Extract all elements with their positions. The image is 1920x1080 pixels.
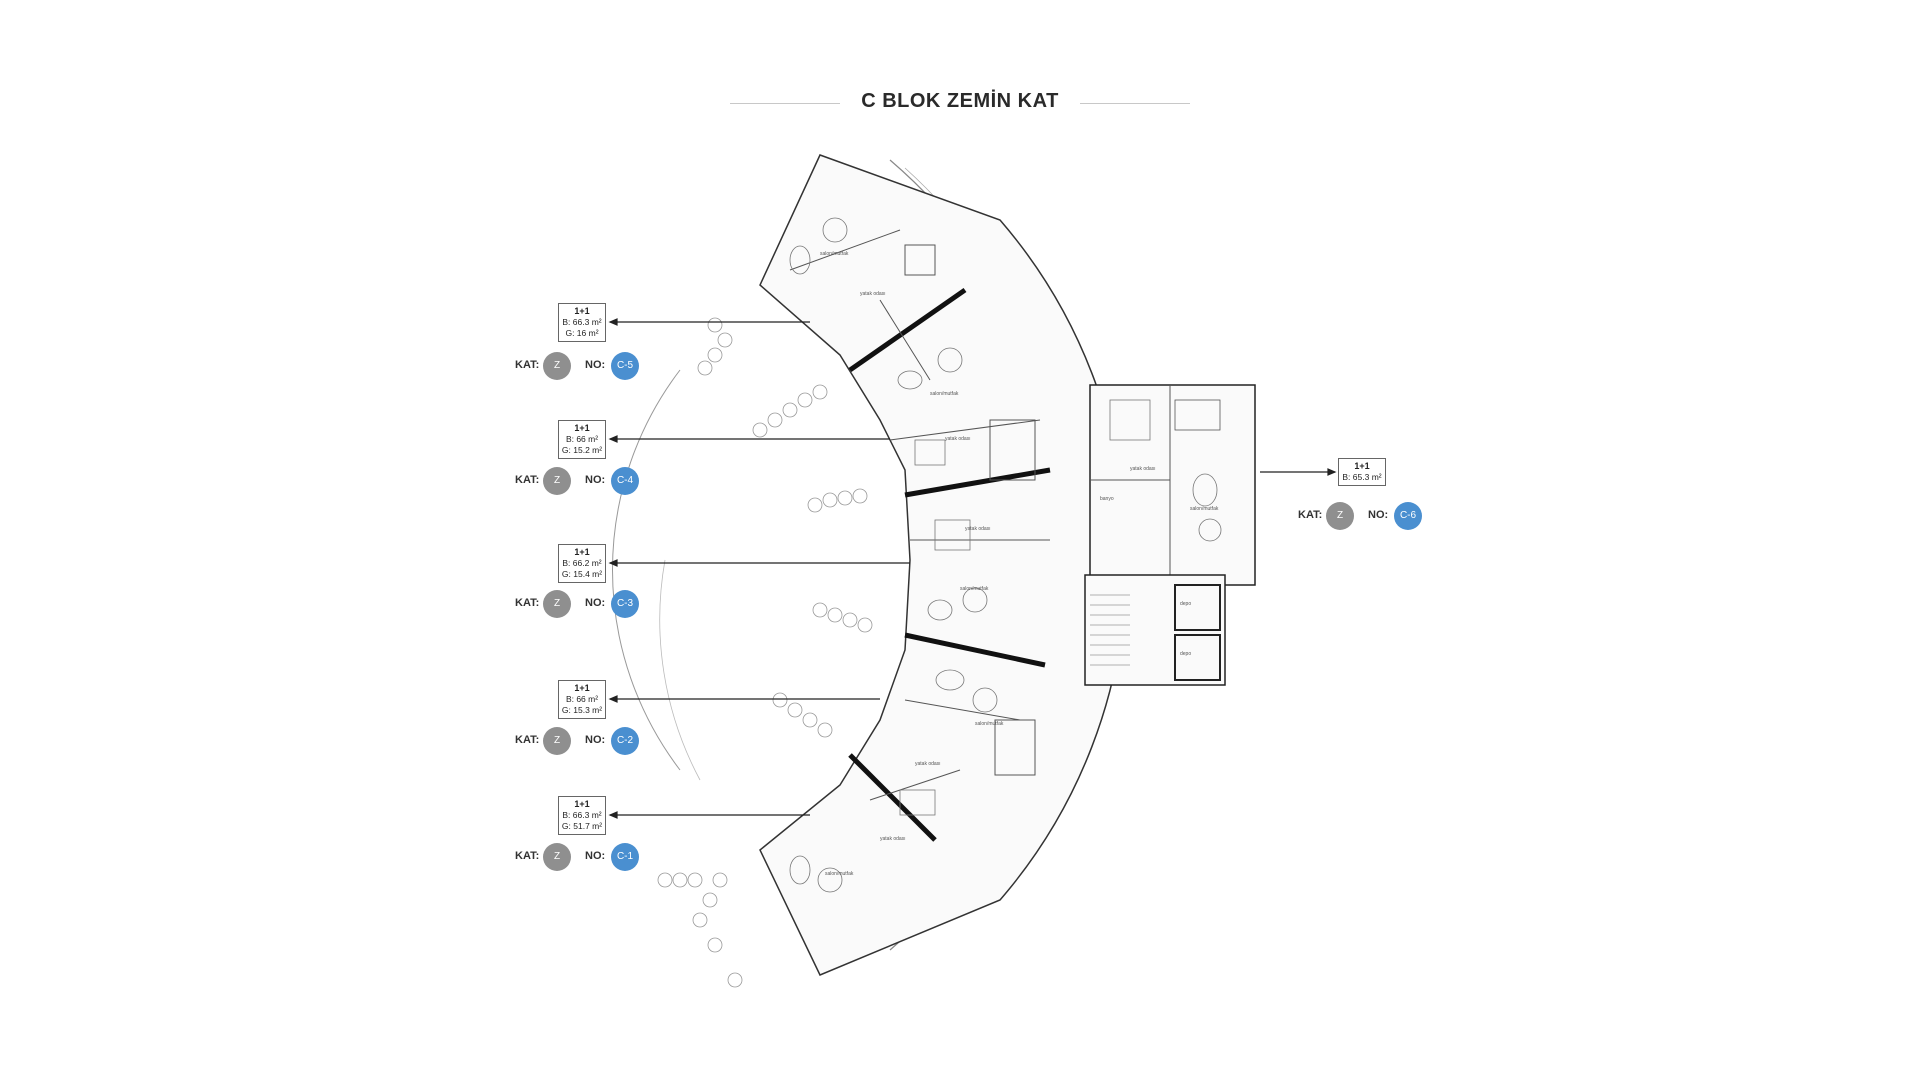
no-label: NO:: [585, 597, 606, 609]
unit-info-c1: 1+1 B: 66.3 m² G: 51.7 m²: [558, 796, 606, 835]
svg-text:yatak odası: yatak odası: [1130, 466, 1156, 472]
kat-label: KAT:: [1298, 509, 1323, 521]
curved-building-outline: [759, 154, 1128, 976]
unit-b-area: B: 66.2 m²: [562, 558, 602, 568]
unit-type: 1+1: [1354, 461, 1370, 471]
unit-g-area: G: 51.7 m²: [561, 821, 603, 831]
kat-badge: Z: [543, 590, 571, 618]
unit-info-c2: 1+1 B: 66 m² G: 15.3 m²: [558, 680, 606, 719]
kat-badge: Z: [543, 843, 571, 871]
unit-type: 1+1: [574, 423, 590, 433]
unit-type: 1+1: [574, 306, 590, 316]
svg-text:salon/mutfak: salon/mutfak: [975, 721, 1004, 727]
no-badge: C-3: [611, 590, 639, 618]
unit-g-area: G: 15.2 m²: [561, 445, 603, 455]
no-label: NO:: [585, 734, 606, 746]
svg-text:yatak odası: yatak odası: [880, 836, 906, 842]
unit-tags-c4: KAT: Z NO: C-4: [515, 467, 645, 495]
no-badge: C-6: [1394, 502, 1422, 530]
svg-text:depo: depo: [1180, 651, 1191, 657]
svg-text:salon/mutfak: salon/mutfak: [960, 586, 989, 592]
svg-text:depo: depo: [1180, 601, 1191, 607]
furniture: [789, 217, 998, 893]
no-badge: C-1: [611, 843, 639, 871]
unit-tags-c3: KAT: Z NO: C-3: [515, 590, 645, 618]
svg-text:salon/mutfak: salon/mutfak: [825, 871, 854, 877]
unit-info-c4: 1+1 B: 66 m² G: 15.2 m²: [558, 420, 606, 459]
no-label: NO:: [585, 850, 606, 862]
unit-g-area: G: 15.4 m²: [561, 569, 603, 579]
unit-tags-c1: KAT: Z NO: C-1: [515, 843, 645, 871]
title-rule-right: [1080, 103, 1190, 104]
unit-g-area: G: 15.3 m²: [561, 705, 603, 715]
kat-label: KAT:: [515, 597, 540, 609]
unit-type: 1+1: [574, 683, 590, 693]
unit-walls: [848, 287, 1051, 842]
no-label: NO:: [585, 474, 606, 486]
trees: [657, 317, 873, 988]
unit-tags-c6: KAT: Z NO: C-6: [1298, 502, 1428, 530]
kat-badge: Z: [1326, 502, 1354, 530]
no-badge: C-2: [611, 727, 639, 755]
unit-b-area: B: 66.3 m²: [562, 317, 602, 327]
svg-text:yatak odası: yatak odası: [860, 291, 886, 297]
svg-text:banyo: banyo: [1100, 496, 1114, 502]
kat-badge: Z: [543, 727, 571, 755]
svg-text:yatak odası: yatak odası: [965, 526, 991, 532]
kat-label: KAT:: [515, 359, 540, 371]
unit-g-area: G: 16 m²: [565, 328, 599, 338]
kat-badge: Z: [543, 467, 571, 495]
no-badge: C-5: [611, 352, 639, 380]
unit-type: 1+1: [574, 799, 590, 809]
no-label: NO:: [585, 359, 606, 371]
svg-text:salon/mutfak: salon/mutfak: [1190, 506, 1219, 512]
unit-b-area: B: 66.3 m²: [562, 810, 602, 820]
page-title: C BLOK ZEMİN KAT: [861, 90, 1059, 112]
svg-text:salon/mutfak: salon/mutfak: [820, 251, 849, 257]
c6-block: yatak odası salon/mutfak banyo: [1089, 384, 1256, 586]
unit-type: 1+1: [574, 547, 590, 557]
kat-label: KAT:: [515, 734, 540, 746]
kat-badge: Z: [543, 352, 571, 380]
unit-tags-c2: KAT: Z NO: C-2: [515, 727, 645, 755]
inner-arc-2: [659, 559, 701, 781]
unit-leaders: [608, 318, 1337, 819]
inner-arc-1: [612, 369, 681, 771]
unit-tags-c5: KAT: Z NO: C-5: [515, 352, 645, 380]
unit-info-c5: 1+1 B: 66.3 m² G: 16 m²: [558, 303, 606, 342]
title-block: C BLOK ZEMİN KAT: [730, 88, 1190, 118]
unit-b-area: B: 66 m²: [565, 694, 599, 704]
svg-text:salon/mutfak: salon/mutfak: [930, 391, 959, 397]
no-label: NO:: [1368, 509, 1389, 521]
interior-walls: [789, 229, 1050, 801]
svg-text:yatak odası: yatak odası: [945, 436, 971, 442]
no-badge: C-4: [611, 467, 639, 495]
stair-storage-block: depo depo: [1084, 574, 1226, 686]
title-rule-left: [730, 103, 840, 104]
unit-b-area: B: 66 m²: [565, 434, 599, 444]
unit-info-c3: 1+1 B: 66.2 m² G: 15.4 m²: [558, 544, 606, 583]
kat-label: KAT:: [515, 474, 540, 486]
unit-info-c6: 1+1 B: 65.3 m²: [1338, 458, 1386, 486]
unit-b-area: B: 65.3 m²: [1342, 472, 1382, 482]
room-labels: salon/mutfak yatak odası salon/mutfak ya…: [820, 251, 1004, 877]
kat-label: KAT:: [515, 850, 540, 862]
svg-text:yatak odası: yatak odası: [915, 761, 941, 767]
